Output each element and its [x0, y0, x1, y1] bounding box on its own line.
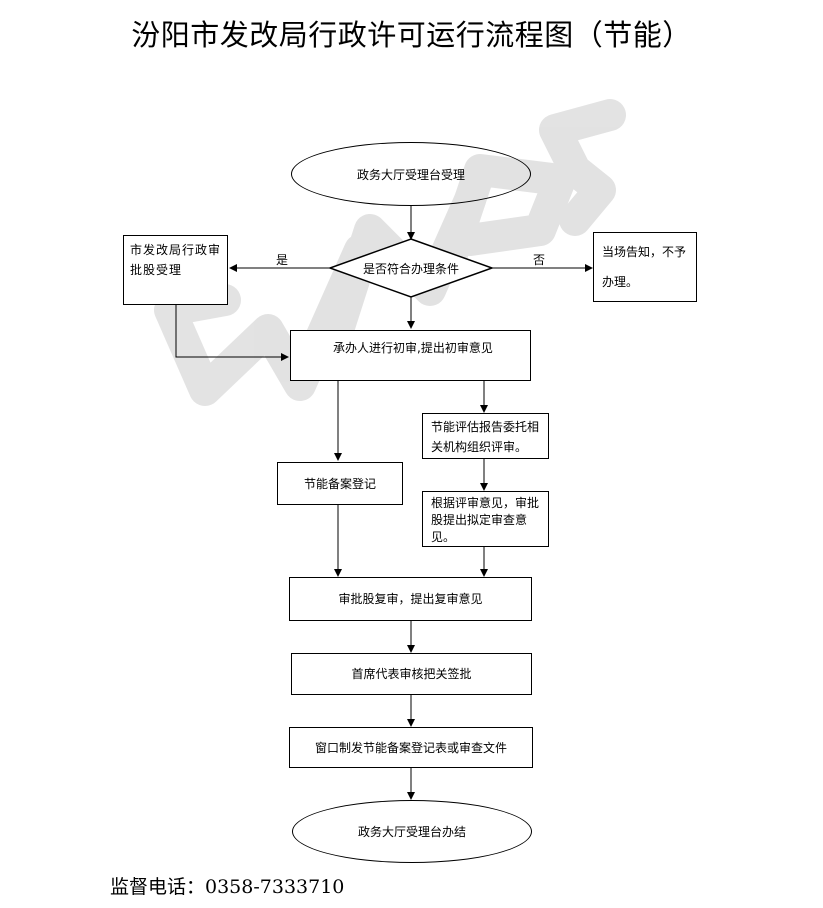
entrust-review-box: 节能评估报告委托相关机构组织评审。: [422, 413, 549, 459]
reject-box: 当场告知，不予办理。: [593, 232, 697, 302]
reject-label: 当场告知，不予办理。: [602, 245, 687, 289]
edge-dept-review: [175, 305, 289, 361]
supervision-phone: 监督电话：0358-7333710: [110, 876, 345, 898]
yes-label: 是: [276, 253, 289, 267]
initial-review-box: 承办人进行初审,提出初审意见: [290, 330, 531, 381]
no-label: 否: [533, 253, 546, 267]
initial-review-label: 承办人进行初审,提出初审意见: [333, 341, 493, 355]
filing-label: 节能备案登记: [303, 476, 376, 491]
chief-sign-label: 首席代表审核把关签批: [351, 667, 472, 681]
draft-opinion-label: 根据评审意见，审批股提出拟定审查意见。: [431, 496, 540, 544]
entrust-review-label: 节能评估报告委托相关机构组织评审。: [431, 420, 540, 454]
approve-dept-label: 市发改局行政审批股受理: [130, 243, 222, 277]
re-review-box: 审批股复审，提出复审意见: [289, 577, 532, 621]
filing-box: 节能备案登记: [277, 462, 403, 505]
start-node-label: 政务大厅受理台受理: [356, 167, 465, 182]
issue-docs-box: 窗口制发节能备案登记表或审查文件: [289, 727, 533, 768]
re-review-label: 审批股复审，提出复审意见: [338, 592, 483, 606]
approve-dept-box: 市发改局行政审批股受理: [123, 235, 228, 305]
draft-opinion-box: 根据评审意见，审批股提出拟定审查意见。: [422, 491, 549, 547]
decision-label: 是否符合办理条件: [362, 261, 459, 276]
start-node: 政务大厅受理台受理: [291, 142, 531, 206]
chief-sign-box: 首席代表审核把关签批: [291, 653, 532, 695]
page-title: 汾阳市发改局行政许可运行流程图（节能）: [131, 18, 692, 52]
end-node-label: 政务大厅受理台办结: [357, 825, 466, 839]
decision-diamond: [327, 238, 495, 298]
issue-docs-label: 窗口制发节能备案登记表或审查文件: [314, 740, 507, 755]
end-node: 政务大厅受理台办结: [292, 800, 532, 863]
